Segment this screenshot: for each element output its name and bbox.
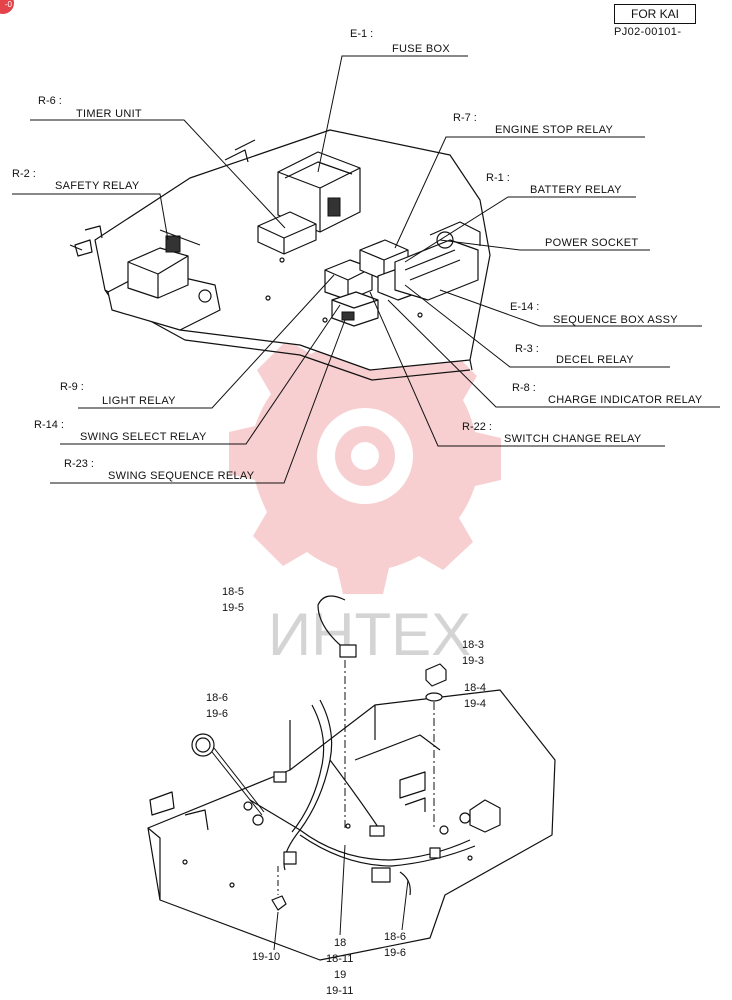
callout-switch-change-relay: R-22 : SWITCH CHANGE RELAY [369,291,665,447]
svg-text:19-11: 19-11 [326,985,353,997]
svg-text:POWER SOCKET: POWER SOCKET [545,237,638,249]
svg-text:R-9 :: R-9 : [60,381,84,393]
svg-text:E-1 :: E-1 : [350,28,373,40]
svg-text:19-5: 19-5 [222,602,244,614]
svg-text:18: 18 [334,937,346,949]
callout-decel-relay: R-3 : DECEL RELAY [404,284,670,368]
callout-safety-relay: R-2 : SAFETY RELAY [12,168,169,241]
watermark-gear-icon [229,318,501,594]
svg-text:R-7 :: R-7 : [453,112,477,124]
svg-text:ENGINE STOP RELAY: ENGINE STOP RELAY [495,124,614,136]
svg-text:TIMER UNIT: TIMER UNIT [76,108,142,120]
callout-18-6-left: 18-6 19-6 [206,692,228,720]
svg-text:19-6: 19-6 [384,947,406,959]
svg-text:FUSE BOX: FUSE BOX [392,43,450,55]
callout-swing-sequence-relay: R-23 : SWING SEQUENCE RELAY [50,319,346,484]
svg-text:R-22 :: R-22 : [462,421,492,433]
bottom-drawing [147,595,556,961]
svg-text:18-6: 18-6 [206,692,228,704]
watermark-text: ИНТЕХ [268,601,471,668]
callout-18-6-right: 18-6 19-6 [384,879,409,959]
svg-text:18-11: 18-11 [326,953,353,965]
page-code: PJ02-00101- [614,26,682,38]
top-drawing [69,129,491,381]
svg-text:19-4: 19-4 [464,698,486,710]
callout-sequence-box: E-14 : SEQUENCE BOX ASSY [439,289,702,327]
corner-badge: -0 [0,0,14,14]
svg-text:CHARGE INDICATOR RELAY: CHARGE INDICATOR RELAY [548,394,703,406]
svg-text:LIGHT RELAY: LIGHT RELAY [102,395,176,407]
svg-text:E-14 :: E-14 : [510,301,539,313]
callout-battery-relay: R-1 : BATTERY RELAY [404,172,636,263]
svg-text:DECEL RELAY: DECEL RELAY [556,354,634,366]
svg-text:19-10: 19-10 [252,951,280,963]
svg-text:SAFETY RELAY: SAFETY RELAY [55,180,140,192]
svg-text:R-23 :: R-23 : [64,458,94,470]
svg-text:18-6: 18-6 [384,931,406,943]
callout-18-5: 18-5 19-5 [222,586,244,614]
svg-text:R-2 :: R-2 : [12,168,36,180]
svg-text:SEQUENCE BOX ASSY: SEQUENCE BOX ASSY [553,314,678,326]
svg-text:18-5: 18-5 [222,586,244,598]
svg-text:BATTERY RELAY: BATTERY RELAY [530,184,622,196]
callout-fuse-box: E-1 : FUSE BOX [317,28,468,173]
callout-power-socket: POWER SOCKET [439,237,650,251]
svg-text:18-3: 18-3 [462,639,484,651]
svg-text:R-6 :: R-6 : [38,95,62,107]
svg-text:19-3: 19-3 [462,655,484,667]
callout-18-4: 18-4 19-4 [464,682,486,710]
svg-text:18-4: 18-4 [464,682,486,694]
callout-timer-unit: R-6 : TIMER UNIT [30,95,286,229]
model-tag: FOR KAI [614,4,696,24]
callout-charge-indicator-relay: R-8 : CHARGE INDICATOR RELAY [387,299,720,408]
callout-engine-stop-relay: R-7 : ENGINE STOP RELAY [394,112,645,249]
svg-text:19-6: 19-6 [206,708,228,720]
callout-19-10: 19-10 [252,911,280,963]
callout-18-3: 18-3 19-3 [462,639,484,667]
svg-text:SWITCH CHANGE RELAY: SWITCH CHANGE RELAY [504,433,642,445]
callout-18: 18 18-11 19 19-11 [326,844,353,997]
svg-text:R-14 :: R-14 : [34,419,64,431]
svg-text:R-3 :: R-3 : [515,343,539,355]
svg-text:R-8 :: R-8 : [512,382,536,394]
callout-light-relay: R-9 : LIGHT RELAY [60,274,335,409]
svg-text:19: 19 [334,969,346,981]
svg-text:SWING SELECT RELAY: SWING SELECT RELAY [80,431,207,443]
svg-text:R-1 :: R-1 : [486,172,510,184]
svg-text:SWING SEQUENCE RELAY: SWING SEQUENCE RELAY [108,470,255,482]
callout-swing-select-relay: R-14 : SWING SELECT RELAY [34,304,341,445]
